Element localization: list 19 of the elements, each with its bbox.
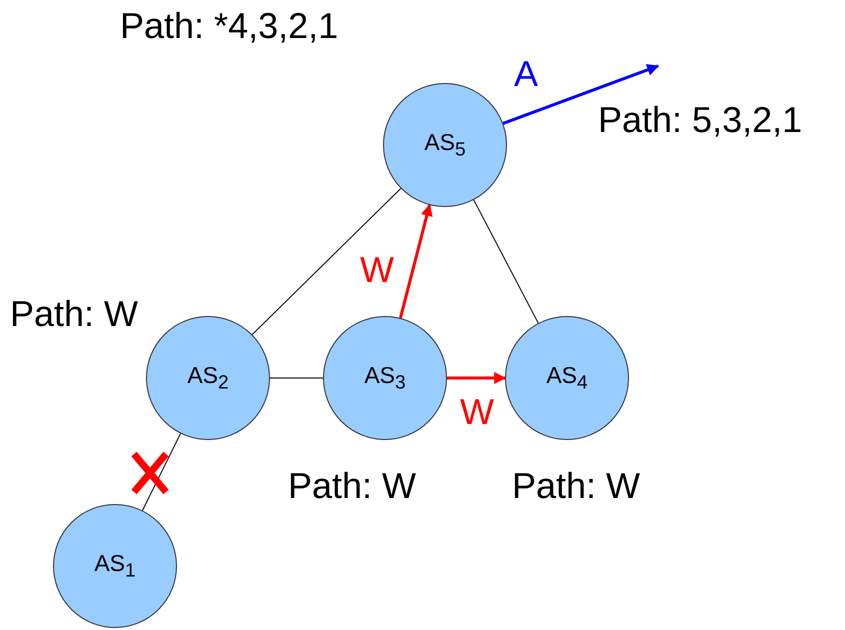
path-annotation: Path: W xyxy=(512,468,640,504)
node-label: AS$_{5}$ xyxy=(424,128,466,162)
node-label: AS$_{1}$ xyxy=(94,550,136,582)
connector-line xyxy=(252,188,402,336)
path-annotation: Path: W xyxy=(288,468,416,504)
arrow xyxy=(399,204,433,318)
node-label: AS$_{3}$ xyxy=(364,362,406,394)
edge-label: A xyxy=(514,56,538,92)
arrow xyxy=(502,64,660,125)
path-annotation: Path: W xyxy=(10,296,138,332)
path-annotation: Path: 5,3,2,1 xyxy=(598,102,802,138)
edge-label: W xyxy=(360,252,394,288)
connector-line xyxy=(142,433,181,511)
connector-line xyxy=(473,199,539,324)
node-label: AS$_{2}$ xyxy=(187,362,229,394)
edge-label: W xyxy=(460,394,494,430)
arrow xyxy=(447,372,506,384)
path-annotation: Path: *4,3,2,1 xyxy=(120,8,338,44)
node-label: AS$_{4}$ xyxy=(546,362,588,394)
